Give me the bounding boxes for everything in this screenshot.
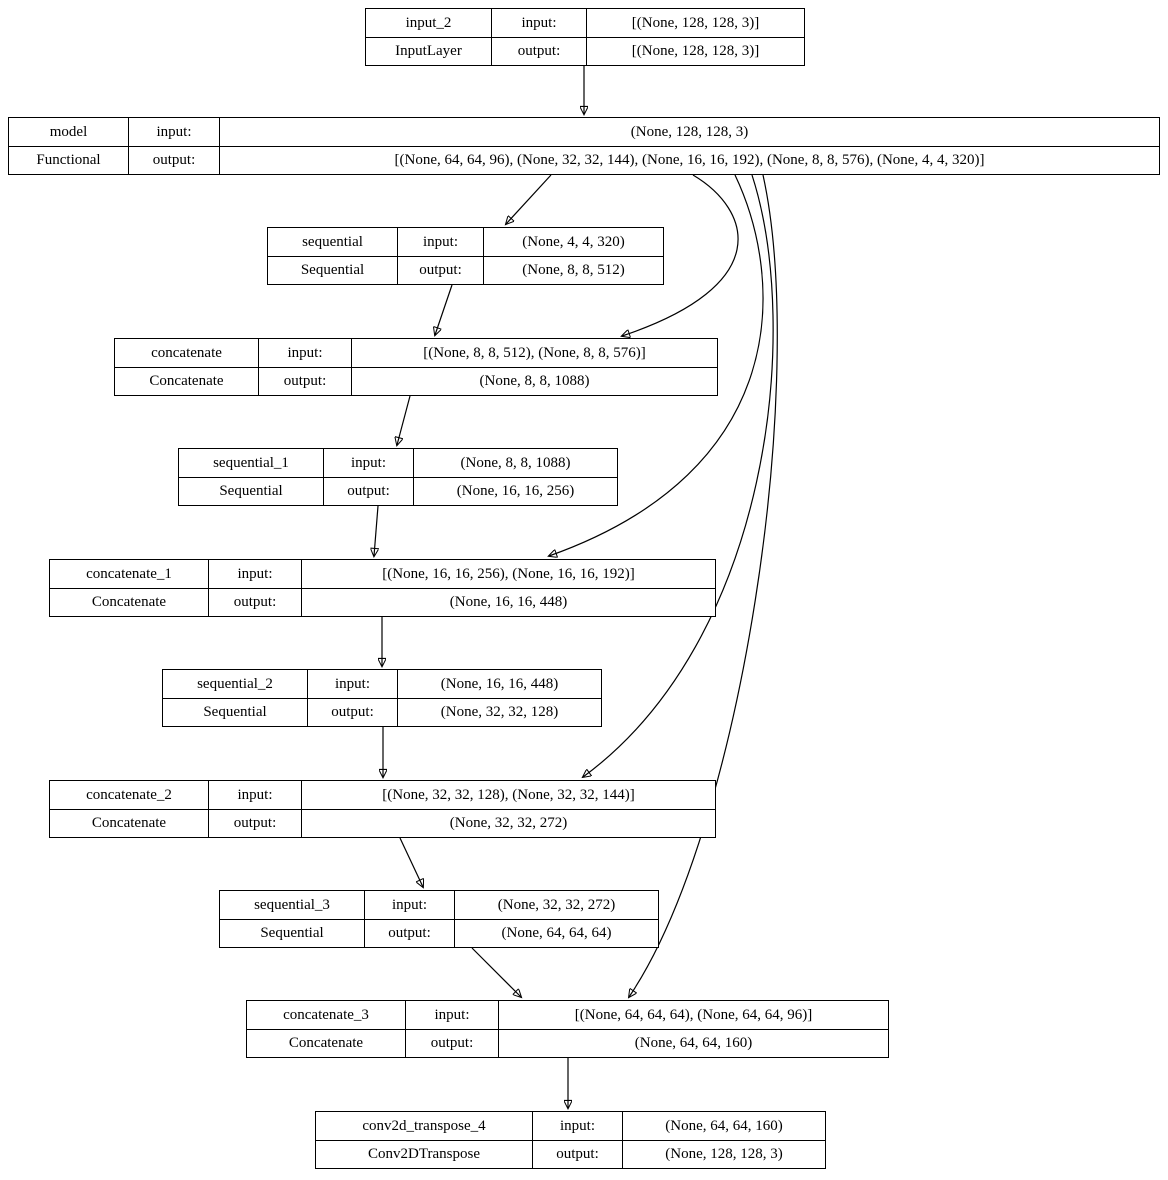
output-shape-cell: [(None, 128, 128, 3)] xyxy=(586,37,804,65)
output-shape-cell: (None, 64, 64, 64) xyxy=(454,919,658,947)
output-shape-cell: (None, 16, 16, 256) xyxy=(413,477,617,505)
edge-concatenate_2-to-sequential_3 xyxy=(399,837,423,887)
node-sequential_1: sequential_1 input: (None, 8, 8, 1088) S… xyxy=(178,448,618,506)
input-shape-cell: (None, 64, 64, 160) xyxy=(622,1112,825,1140)
output-label-cell: output: xyxy=(307,698,397,726)
input-label-cell: input: xyxy=(323,449,413,477)
layer-class-cell: Sequential xyxy=(220,919,364,947)
edge-concatenate-to-sequential_1 xyxy=(397,395,411,445)
output-shape-cell: (None, 8, 8, 512) xyxy=(483,256,663,284)
input-label-cell: input: xyxy=(208,560,301,588)
input-label-cell: input: xyxy=(491,9,586,37)
output-label-cell: output: xyxy=(397,256,483,284)
output-label-cell: output: xyxy=(532,1140,622,1168)
node-concatenate_2: concatenate_2 input: [(None, 32, 32, 128… xyxy=(49,780,716,838)
layer-name-cell: model xyxy=(49,123,88,140)
input-shape-cell: [(None, 16, 16, 256), (None, 16, 16, 192… xyxy=(301,560,715,588)
output-label-cell: output: xyxy=(323,477,413,505)
input-shape-cell: [(None, 8, 8, 512), (None, 8, 8, 576)] xyxy=(351,339,717,367)
input-shape-cell: (None, 128, 128, 3) xyxy=(219,118,1159,146)
node-sequential: sequential input: (None, 4, 4, 320) Sequ… xyxy=(267,227,664,285)
edge-model-to-sequential xyxy=(506,174,552,224)
layer-class-cell: Sequential xyxy=(163,698,307,726)
output-shape-cell: (None, 32, 32, 272) xyxy=(301,809,715,837)
layer-name-cell: sequential xyxy=(302,233,363,250)
layer-name-cell: sequential_1 xyxy=(213,454,289,471)
node-conv2d_transpose_4: conv2d_transpose_4 input: (None, 64, 64,… xyxy=(315,1111,826,1169)
input-label-cell: input: xyxy=(532,1112,622,1140)
layer-name-cell: conv2d_transpose_4 xyxy=(362,1117,486,1134)
input-shape-cell: (None, 32, 32, 272) xyxy=(454,891,658,919)
output-label-cell: output: xyxy=(208,809,301,837)
input-label-cell: input: xyxy=(208,781,301,809)
layer-class-cell: Concatenate xyxy=(115,367,258,395)
layer-name-cell: concatenate_2 xyxy=(86,786,172,803)
output-label-cell: output: xyxy=(208,588,301,616)
input-shape-cell: [(None, 64, 64, 64), (None, 64, 64, 96)] xyxy=(498,1001,888,1029)
node-concatenate_1: concatenate_1 input: [(None, 16, 16, 256… xyxy=(49,559,716,617)
layer-name-cell: concatenate xyxy=(151,344,222,361)
output-shape-cell: (None, 128, 128, 3) xyxy=(622,1140,825,1168)
layer-class-cell: Functional xyxy=(9,146,128,174)
output-shape-cell: (None, 16, 16, 448) xyxy=(301,588,715,616)
input-label-cell: input: xyxy=(307,670,397,698)
edge-sequential_3-to-concatenate_3 xyxy=(471,947,521,997)
output-label-cell: output: xyxy=(405,1029,498,1057)
layer-class-cell: Concatenate xyxy=(50,809,208,837)
output-label-cell: output: xyxy=(128,146,219,174)
layer-class-cell: Sequential xyxy=(268,256,397,284)
node-concatenate_3: concatenate_3 input: [(None, 64, 64, 64)… xyxy=(246,1000,889,1058)
input-shape-cell: (None, 16, 16, 448) xyxy=(397,670,601,698)
output-label-cell: output: xyxy=(491,37,586,65)
edge-sequential_1-to-concatenate_1 xyxy=(374,505,378,556)
layer-name-cell: sequential_3 xyxy=(254,896,330,913)
output-shape-cell: [(None, 64, 64, 96), (None, 32, 32, 144)… xyxy=(219,146,1159,174)
output-shape-cell: (None, 8, 8, 1088) xyxy=(351,367,717,395)
layer-class-cell: Conv2DTranspose xyxy=(316,1140,532,1168)
input-label-cell: input: xyxy=(258,339,351,367)
layer-name-cell: input_2 xyxy=(405,14,452,31)
node-model: model input: (None, 128, 128, 3) Functio… xyxy=(8,117,1160,175)
layer-name-cell: sequential_2 xyxy=(197,675,273,692)
layer-class-cell: Concatenate xyxy=(50,588,208,616)
node-sequential_3: sequential_3 input: (None, 32, 32, 272) … xyxy=(219,890,659,948)
input-label-cell: input: xyxy=(128,118,219,146)
layer-name-cell: concatenate_3 xyxy=(283,1006,369,1023)
input-label-cell: input: xyxy=(397,228,483,256)
output-label-cell: output: xyxy=(364,919,454,947)
output-label-cell: output: xyxy=(258,367,351,395)
layer-name-cell: concatenate_1 xyxy=(86,565,172,582)
layer-class-cell: Concatenate xyxy=(247,1029,405,1057)
node-concatenate: concatenate input: [(None, 8, 8, 512), (… xyxy=(114,338,718,396)
input-shape-cell: [(None, 32, 32, 128), (None, 32, 32, 144… xyxy=(301,781,715,809)
layer-class-cell: InputLayer xyxy=(366,37,491,65)
edge-sequential-to-concatenate xyxy=(435,284,453,335)
output-shape-cell: (None, 32, 32, 128) xyxy=(397,698,601,726)
output-shape-cell: (None, 64, 64, 160) xyxy=(498,1029,888,1057)
node-input_2: input_2 input: [(None, 128, 128, 3)] Inp… xyxy=(365,8,805,66)
input-shape-cell: (None, 4, 4, 320) xyxy=(483,228,663,256)
node-sequential_2: sequential_2 input: (None, 16, 16, 448) … xyxy=(162,669,602,727)
input-shape-cell: [(None, 128, 128, 3)] xyxy=(586,9,804,37)
layer-class-cell: Sequential xyxy=(179,477,323,505)
input-label-cell: input: xyxy=(405,1001,498,1029)
input-label-cell: input: xyxy=(364,891,454,919)
input-shape-cell: (None, 8, 8, 1088) xyxy=(413,449,617,477)
